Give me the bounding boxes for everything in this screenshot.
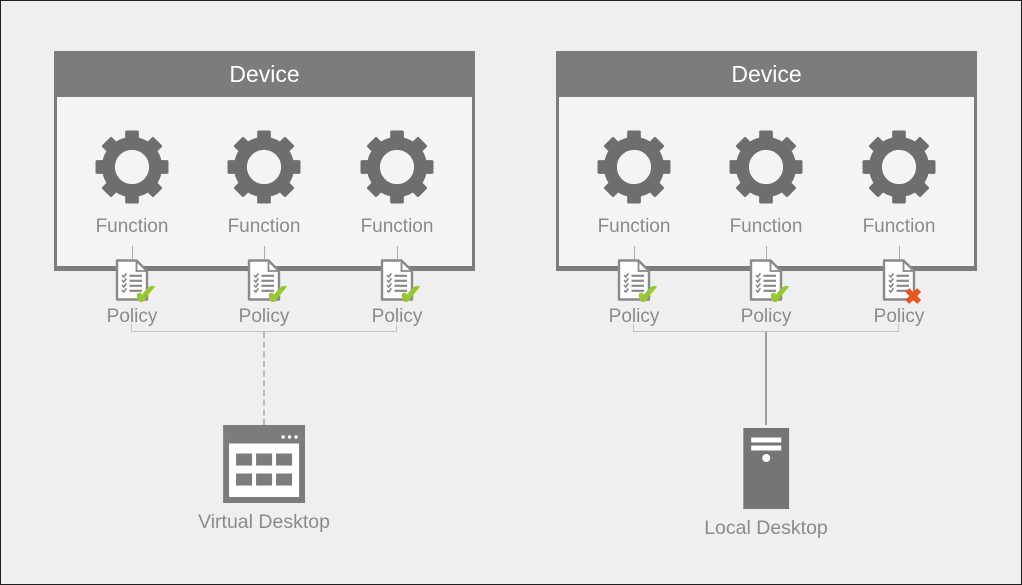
virtual-desktop-icon bbox=[223, 425, 305, 503]
function-item: Function bbox=[94, 129, 170, 238]
policy-bracket bbox=[131, 324, 397, 332]
function-item: Function bbox=[728, 129, 804, 238]
gear-icon bbox=[359, 129, 435, 205]
device-title: Device bbox=[731, 61, 802, 87]
target-virtual-desktop: Virtual Desktop bbox=[198, 425, 330, 534]
function-label: Function bbox=[227, 216, 301, 237]
function-item: Function bbox=[359, 129, 435, 238]
policy-document-icon: ✔ bbox=[749, 259, 791, 309]
gear-icon bbox=[94, 129, 170, 205]
desktop-connector bbox=[765, 332, 767, 425]
desktop-connector bbox=[263, 332, 265, 425]
function-policy-link bbox=[132, 246, 133, 259]
policy-document-icon: ✔ bbox=[115, 259, 157, 309]
function-label: Function bbox=[729, 216, 803, 237]
check-icon: ✔ bbox=[768, 279, 792, 310]
x-icon: ✖ bbox=[904, 284, 923, 309]
policy-item: ✔ Policy bbox=[592, 259, 676, 328]
policy-label: Policy bbox=[740, 306, 792, 327]
gear-icon bbox=[226, 129, 302, 205]
policy-item: ✔ Policy bbox=[724, 259, 808, 328]
policy-label: Policy bbox=[608, 306, 660, 327]
policy-item: ✔ Policy bbox=[90, 259, 174, 328]
gear-icon bbox=[728, 129, 804, 205]
check-icon: ✔ bbox=[399, 279, 423, 310]
function-policy-link bbox=[264, 246, 265, 259]
check-icon: ✔ bbox=[266, 279, 290, 310]
policy-document-icon: ✔ bbox=[380, 259, 422, 309]
function-policy-link bbox=[766, 246, 767, 259]
target-local-desktop: Local Desktop bbox=[704, 428, 828, 540]
function-policy-link bbox=[899, 246, 900, 259]
function-policy-link bbox=[397, 246, 398, 259]
function-item: Function bbox=[596, 129, 672, 238]
policy-label: Policy bbox=[371, 306, 423, 327]
policy-item: ✔ Policy bbox=[355, 259, 439, 328]
device-header: Device bbox=[54, 51, 475, 97]
policy-document-icon: ✔ bbox=[617, 259, 659, 309]
function-label: Function bbox=[95, 216, 169, 237]
target-label: Local Desktop bbox=[704, 517, 828, 539]
gear-icon bbox=[861, 129, 937, 205]
policy-document-icon: ✖ bbox=[882, 259, 922, 308]
check-icon: ✔ bbox=[636, 279, 660, 310]
device-group-right: Device Function Function Function ✔ Poli… bbox=[556, 51, 977, 551]
function-label: Function bbox=[360, 216, 434, 237]
policy-label: Policy bbox=[873, 306, 925, 327]
function-label: Function bbox=[597, 216, 671, 237]
policy-bracket bbox=[633, 324, 899, 332]
check-icon: ✔ bbox=[134, 279, 158, 310]
device-header: Device bbox=[556, 51, 977, 97]
gear-icon bbox=[596, 129, 672, 205]
policy-item: ✖ Policy bbox=[857, 259, 941, 328]
local-desktop-icon bbox=[742, 428, 789, 509]
device-title: Device bbox=[229, 61, 300, 87]
function-label: Function bbox=[862, 216, 936, 237]
target-label: Virtual Desktop bbox=[198, 511, 330, 533]
policy-item: ✔ Policy bbox=[222, 259, 306, 328]
function-policy-link bbox=[634, 246, 635, 259]
policy-label: Policy bbox=[238, 306, 290, 327]
function-item: Function bbox=[226, 129, 302, 238]
policy-label: Policy bbox=[106, 306, 158, 327]
function-item: Function bbox=[861, 129, 937, 238]
policy-document-icon: ✔ bbox=[247, 259, 289, 309]
device-group-left: Device Function Function Function ✔ Poli… bbox=[54, 51, 475, 551]
